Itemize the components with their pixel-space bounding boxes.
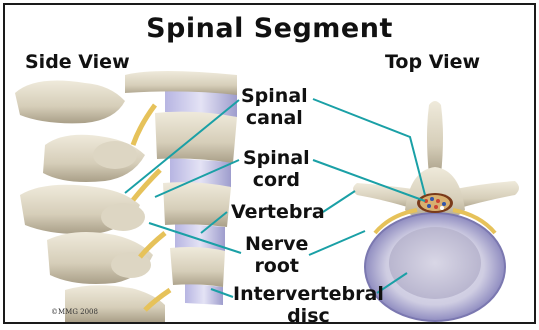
- copyright-text: ©MMG 2008: [51, 308, 98, 316]
- side-body-1: [125, 71, 237, 95]
- top-disc-nucleus: [389, 227, 481, 299]
- leader-vertebra-top: [323, 191, 355, 212]
- side-nerve-root-3: [140, 233, 165, 257]
- leader-nerve-root-top: [309, 231, 365, 255]
- side-view-label: Side View: [25, 51, 130, 73]
- side-facet-1: [93, 141, 137, 169]
- side-view-spine: [15, 71, 237, 322]
- label-spinal-canal: Spinal canal: [241, 85, 308, 129]
- side-facet-3: [111, 252, 151, 278]
- side-disc-3: [175, 223, 225, 251]
- diagram-title: Spinal Segment: [5, 13, 534, 44]
- label-intervertebral-disc: Intervertebral disc: [233, 283, 384, 324]
- label-vertebra: Vertebra: [231, 201, 325, 223]
- label-nerve-root: Nerve root: [245, 233, 308, 277]
- side-process-1: [15, 81, 125, 124]
- side-body-4: [170, 247, 225, 287]
- side-facet-2: [101, 203, 145, 231]
- top-view-label: Top View: [385, 51, 480, 73]
- diagram-frame: Spinal Segment Side View Top View Spinal…: [3, 3, 536, 324]
- top-spinous-process: [427, 101, 443, 175]
- side-nerve-root-1: [133, 105, 155, 145]
- label-spinal-cord: Spinal cord: [243, 147, 310, 191]
- side-disc-4: [185, 283, 223, 305]
- side-body-2: [155, 112, 237, 163]
